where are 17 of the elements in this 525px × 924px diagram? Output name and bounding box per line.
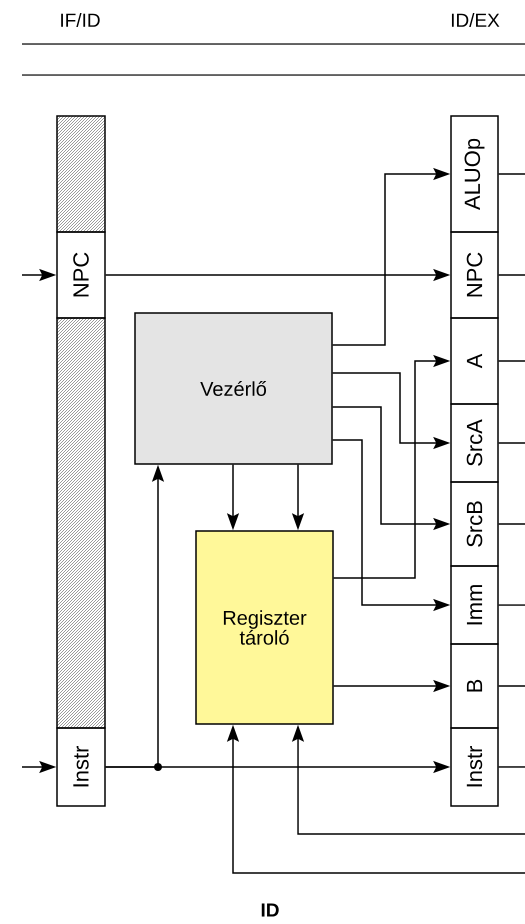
register-file-box: Regiszter tároló [195, 530, 334, 725]
register-cell: SrcB [450, 481, 499, 567]
control-unit-box: Vezérlő [134, 312, 333, 465]
register-cell: SrcA [450, 403, 499, 483]
register-cell: B [450, 643, 499, 729]
stage-label: ID [262, 903, 279, 917]
register-cell: NPC [56, 231, 106, 319]
register-cell: Imm [450, 565, 499, 645]
register-cell: ALUOp [450, 115, 499, 233]
register-cell: A [450, 317, 499, 405]
stage-label: ID/EX [452, 13, 500, 27]
register-cell: NPC [450, 231, 499, 319]
hatched-segment [56, 317, 106, 729]
hatched-segment [56, 115, 106, 233]
register-cell: Instr [56, 727, 106, 807]
register-cell: Instr [450, 727, 499, 807]
stage-label: IF/ID [61, 13, 100, 27]
